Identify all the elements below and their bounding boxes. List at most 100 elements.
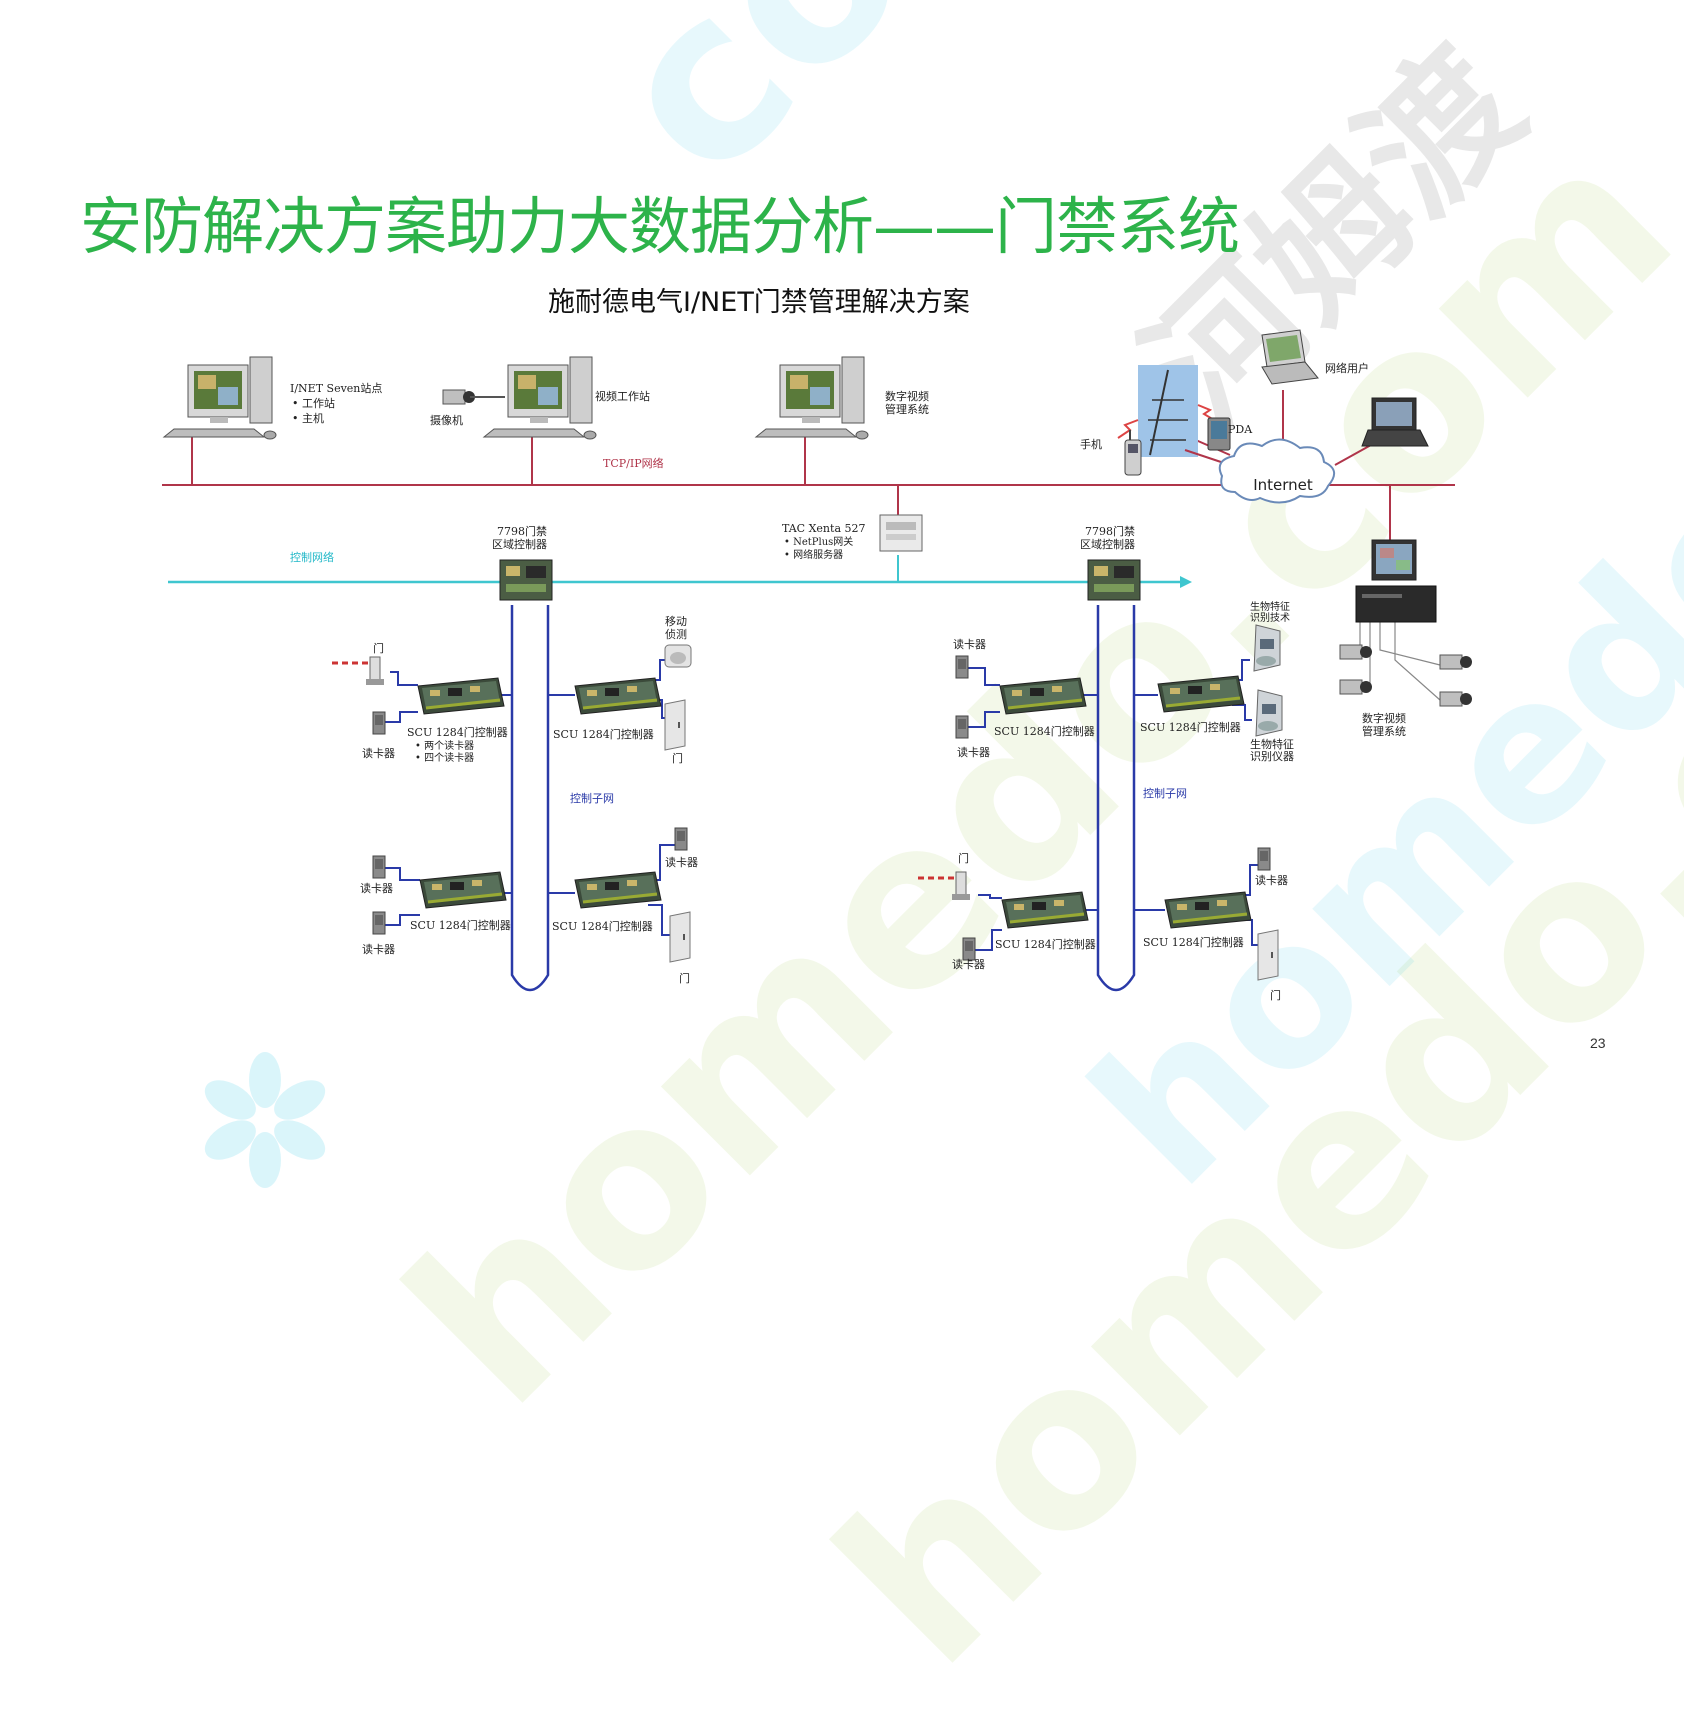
- scu-controller-icon: [998, 676, 1088, 716]
- inet-bullet-workstation: • 工作站: [292, 396, 335, 410]
- security-camera-icon: [1339, 679, 1373, 695]
- card-reader-label: 读卡器: [952, 957, 985, 971]
- scu-label: SCU 1284门控制器: [410, 918, 511, 932]
- card-reader-icon: [1257, 847, 1271, 871]
- zone-controller-left-label-1: 7798门禁: [497, 524, 547, 538]
- watermark-flower-icon: [204, 1052, 326, 1188]
- zone-controller-right-label-2: 区域控制器: [1080, 537, 1135, 551]
- door-label: 门: [679, 971, 690, 985]
- inet-station-label: I/NET Seven站点: [290, 381, 382, 395]
- barrier-gate-icon: [330, 655, 386, 687]
- card-reader-label: 读卡器: [362, 942, 395, 956]
- dvms-label-2: 管理系统: [1362, 724, 1406, 738]
- internet-cloud-icon: [1218, 438, 1335, 504]
- scu-label: SCU 1284门控制器: [1140, 720, 1241, 734]
- control-subnet-label: 控制子网: [1143, 786, 1187, 800]
- camera-label: 摄像机: [430, 413, 463, 427]
- security-camera-icon: [1439, 691, 1473, 707]
- biometric-device-label-1: 生物特征: [1250, 737, 1294, 751]
- door-icon: [664, 699, 686, 751]
- door-label: 门: [672, 751, 683, 765]
- card-reader-icon: [962, 937, 976, 961]
- scu-controller-icon: [573, 870, 663, 910]
- scu-controller-icon: [1163, 890, 1253, 930]
- biometric-tech-label-2: 识别技术: [1250, 611, 1290, 624]
- tac-xenta-label: TAC Xenta 527: [782, 522, 866, 535]
- scu-label: SCU 1284门控制器: [407, 725, 508, 739]
- network-user-label: 网络用户: [1325, 361, 1369, 375]
- zone-controller-right-icon: [1087, 559, 1141, 601]
- card-reader-label: 读卡器: [362, 746, 395, 760]
- tac-xenta-device-icon: [879, 514, 923, 552]
- card-reader-icon: [955, 715, 969, 739]
- card-reader-label: 读卡器: [665, 855, 698, 869]
- mobile-phone-icon: [1124, 430, 1142, 476]
- right-subnet-loop: [1096, 605, 1136, 992]
- internet-label: Internet: [1253, 476, 1313, 494]
- biometric-device-label-2: 识别仪器: [1250, 750, 1294, 763]
- door-label: 门: [373, 641, 384, 655]
- scu-controller-icon: [416, 676, 506, 716]
- diagram-title: 施耐德电气I/NET门禁管理解决方案: [548, 287, 970, 318]
- laptop-icon: [1361, 397, 1429, 447]
- door-icon: [669, 911, 691, 963]
- scu-controller-icon: [1156, 674, 1246, 714]
- card-reader-icon: [372, 911, 386, 935]
- video-workstation-label: 视频工作站: [595, 389, 650, 403]
- dvms-label-1: 数字视频: [1362, 711, 1406, 725]
- card-reader-label: 读卡器: [1255, 873, 1288, 887]
- inet-workstation-icon: [163, 356, 277, 440]
- scu-bullet-two-readers: • 两个读卡器: [415, 739, 474, 752]
- page-number: 23: [1590, 1035, 1606, 1051]
- page-title: 安防解决方案助力大数据分析——门禁系统: [80, 190, 1240, 263]
- zone-controller-left-label-2: 区域控制器: [492, 537, 547, 551]
- tac-bullet-gateway: • NetPlus网关: [784, 535, 853, 548]
- pda-label: PDA: [1228, 423, 1253, 436]
- cell-tower-icon: [1117, 365, 1215, 457]
- scu-label: SCU 1284门控制器: [552, 919, 653, 933]
- door-label: 门: [1270, 988, 1281, 1002]
- biometric-reader-icon: [1253, 624, 1281, 672]
- dvms-label-2: 管理系统: [885, 402, 929, 416]
- card-reader-icon: [955, 655, 969, 679]
- scu-label: SCU 1284门控制器: [994, 724, 1095, 738]
- left-subnet-loop: [510, 605, 550, 992]
- door-icon: [1257, 929, 1279, 981]
- biometric-tech-label-1: 生物特征: [1250, 600, 1290, 613]
- control-subnet-label: 控制子网: [570, 791, 614, 805]
- motion-detect-label-2: 侦测: [665, 628, 687, 641]
- dvms-recorder-icon: [1355, 539, 1437, 623]
- card-reader-label: 读卡器: [953, 637, 986, 651]
- security-camera-icon: [1439, 654, 1473, 670]
- card-reader-label: 读卡器: [957, 745, 990, 759]
- barrier-gate-icon: [916, 870, 972, 902]
- access-control-diagram: Internet: [162, 329, 1473, 1002]
- tac-bullet-server: • 网络服务器: [784, 548, 843, 561]
- scu-label: SCU 1284门控制器: [553, 727, 654, 741]
- scu-label: SCU 1284门控制器: [995, 937, 1096, 951]
- pda-icon: [1207, 417, 1231, 451]
- control-network-label: 控制网络: [290, 550, 334, 564]
- zone-controller-right-label-1: 7798门禁: [1085, 524, 1135, 538]
- scu-bullet-four-readers: • 四个读卡器: [415, 751, 474, 764]
- door-label: 门: [958, 851, 969, 865]
- scu-controller-icon: [573, 676, 663, 716]
- card-reader-icon: [674, 827, 688, 851]
- network-user-laptop-icon: [1261, 329, 1319, 385]
- scu-label: SCU 1284门控制器: [1143, 935, 1244, 949]
- dvms-workstation-icon: [755, 356, 869, 440]
- biometric-reader-icon: [1255, 689, 1283, 737]
- motion-detector-icon: [664, 644, 692, 668]
- motion-detect-label-1: 移动: [665, 615, 687, 628]
- scu-controller-icon: [1000, 890, 1090, 930]
- scu-controller-icon: [418, 870, 508, 910]
- card-reader-icon: [372, 711, 386, 735]
- card-reader-icon: [372, 855, 386, 879]
- phone-label: 手机: [1080, 437, 1102, 451]
- dvms-label-1: 数字视频: [885, 389, 929, 403]
- zone-controller-left-icon: [499, 559, 553, 601]
- inet-bullet-host: • 主机: [292, 411, 324, 425]
- security-camera-icon: [1339, 644, 1373, 660]
- tcp-ip-label: TCP/IP网络: [603, 456, 664, 470]
- card-reader-label: 读卡器: [360, 881, 393, 895]
